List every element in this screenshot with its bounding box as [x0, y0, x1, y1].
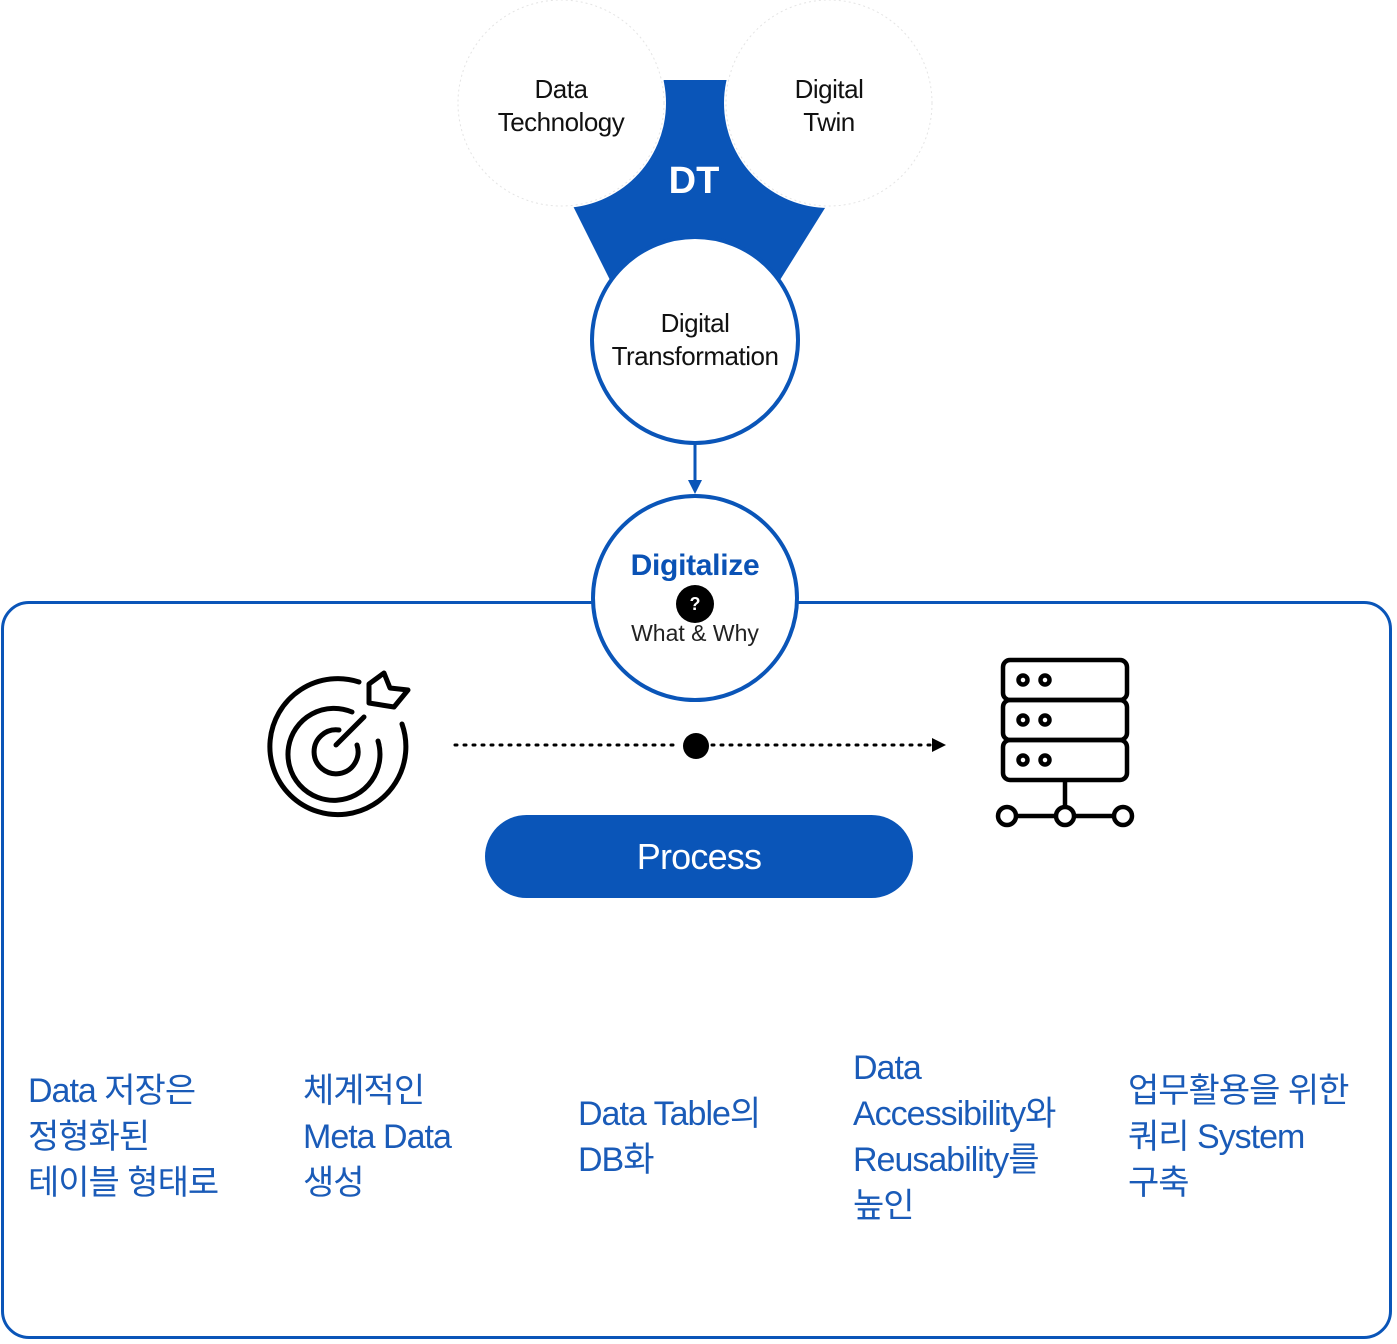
step-3-text: Data Table의 DB화	[578, 1095, 761, 1179]
digitalize-title: Digitalize	[630, 549, 760, 582]
what-why-subtitle: What & Why	[631, 620, 759, 646]
digital-transformation-label: Digital Transformation	[595, 307, 795, 373]
digital-transformation-line1: Digital	[660, 308, 730, 338]
question-badge-icon: ?	[676, 585, 714, 623]
dt-label: DT	[668, 160, 720, 202]
digital-twin-line2: Twin	[803, 107, 855, 137]
digital-transformation-line2: Transformation	[611, 341, 779, 371]
data-technology-circle	[457, 0, 665, 207]
step-2-text: 체계적인 Meta Data 생성	[303, 1072, 452, 1202]
data-technology-label: Data Technology	[471, 73, 651, 139]
step-4-text: Data Accessibility와 Reusability를 높인	[853, 1049, 1056, 1225]
digital-twin-line1: Digital	[794, 74, 864, 104]
dt-center-shape	[456, 0, 934, 280]
flow-center-dot	[683, 733, 709, 759]
down-arrow	[688, 443, 702, 494]
digital-twin-label: Digital Twin	[739, 73, 919, 139]
step-1-text: Data 저장은 정형화된 테이블 형태로	[28, 1072, 219, 1202]
flow-arrowhead	[932, 738, 946, 752]
digital-twin-circle	[725, 0, 933, 207]
process-button[interactable]: Process	[485, 815, 913, 898]
data-technology-line1: Data	[534, 74, 588, 104]
step-5-text: 업무활용을 위한 쿼리 System 구축	[1128, 1072, 1349, 1202]
target-icon	[267, 670, 411, 818]
server-network-icon	[995, 657, 1135, 828]
data-technology-line2: Technology	[497, 107, 625, 137]
